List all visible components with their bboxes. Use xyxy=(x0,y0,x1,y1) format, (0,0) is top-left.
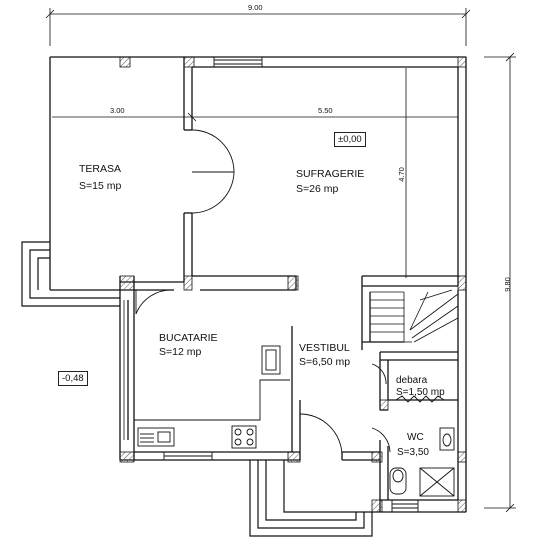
dim-terrace-width: 3.00 xyxy=(110,106,125,115)
room-terasa-area: S=15 mp xyxy=(79,180,122,192)
walls xyxy=(49,56,467,513)
room-debara-area: S=1,50 mp xyxy=(396,387,445,398)
doors xyxy=(135,129,391,457)
level-exterior: -0,48 xyxy=(58,371,88,386)
dim-total-depth: 9.80 xyxy=(502,277,512,292)
room-sufragerie-name: SUFRAGERIE xyxy=(296,168,365,180)
staircase xyxy=(370,289,459,343)
columns xyxy=(119,56,467,513)
room-bucatarie-area: S=12 mp xyxy=(159,346,202,358)
room-debara-name: debara xyxy=(396,375,428,386)
room-bucatarie-name: BUCATARIE xyxy=(159,332,218,344)
exterior-steps xyxy=(21,241,380,537)
room-vestibul-name: VESTIBUL xyxy=(299,342,350,354)
dimension-lines xyxy=(45,8,516,513)
room-wc-area: S=3,50 xyxy=(397,447,429,458)
dim-living-width: 5.50 xyxy=(318,106,333,115)
level-interior: ±0,00 xyxy=(334,132,366,147)
windows xyxy=(163,56,419,513)
dim-living-depth: 4.70 xyxy=(396,167,406,182)
fixtures xyxy=(134,345,455,497)
room-terasa-name: TERASA xyxy=(79,163,122,175)
dim-total-width: 9.00 xyxy=(248,3,263,12)
room-sufragerie-area: S=26 mp xyxy=(296,183,339,195)
room-wc-name: WC xyxy=(407,432,424,443)
room-vestibul-area: S=6,50 mp xyxy=(299,356,351,368)
